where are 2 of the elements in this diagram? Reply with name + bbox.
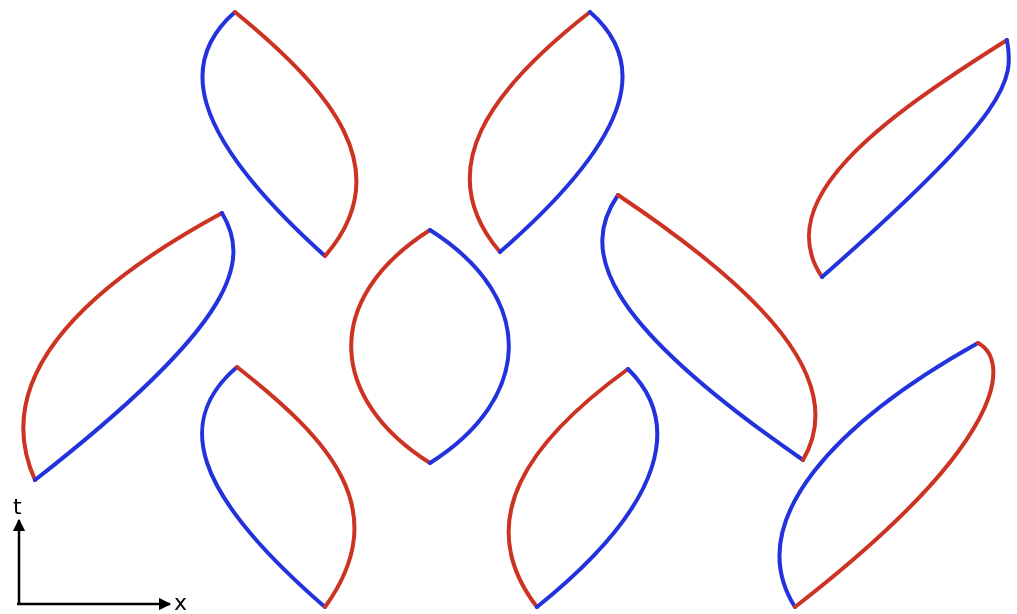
axis-label: x: [174, 592, 188, 614]
axis-label: t: [13, 496, 22, 518]
